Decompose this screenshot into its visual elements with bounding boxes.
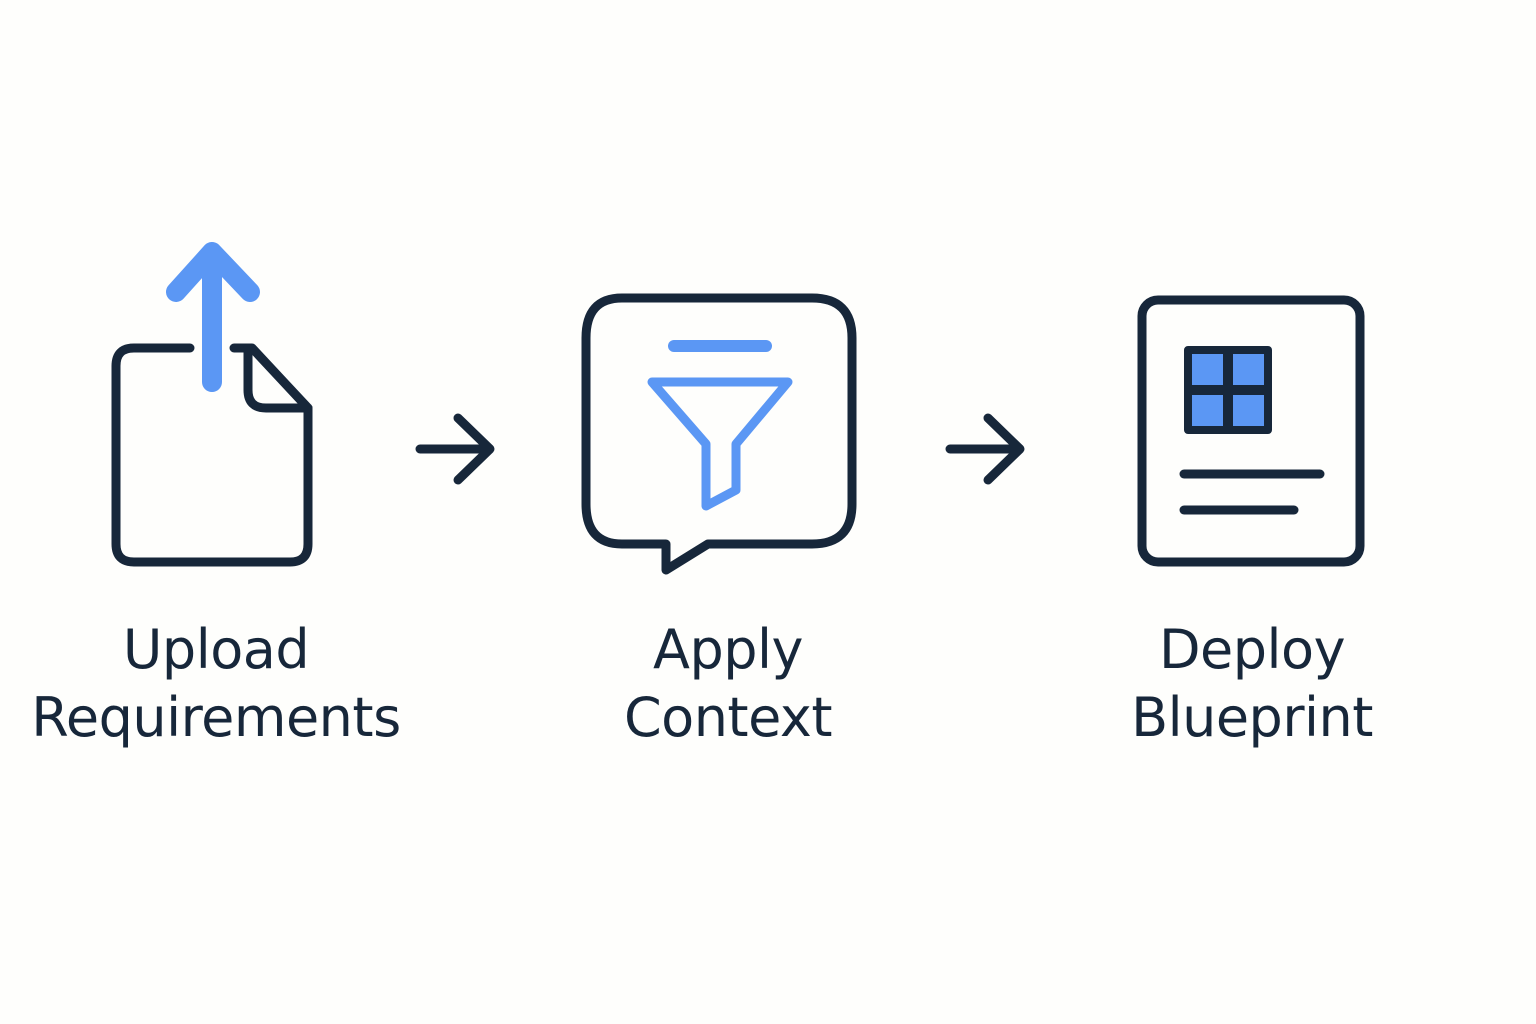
step-label-line: Upload	[122, 618, 310, 681]
arrow-right-icon	[945, 413, 1025, 485]
step-label-line: Blueprint	[1131, 686, 1373, 749]
step-label-line: Context	[623, 686, 833, 749]
chat-filter-icon	[581, 293, 857, 575]
blueprint-document-icon	[1137, 295, 1365, 567]
upload-document-icon	[111, 242, 313, 567]
step-label-line: Requirements	[31, 686, 401, 749]
step-label-line: Deploy	[1158, 618, 1346, 681]
step-label-line: Apply	[653, 618, 803, 681]
step-label-deploy-blueprint: Deploy Blueprint	[1042, 616, 1462, 752]
step-label-apply-context: Apply Context	[518, 616, 938, 752]
arrow-right-icon	[415, 413, 495, 485]
step-label-upload-requirements: Upload Requirements	[6, 616, 426, 752]
